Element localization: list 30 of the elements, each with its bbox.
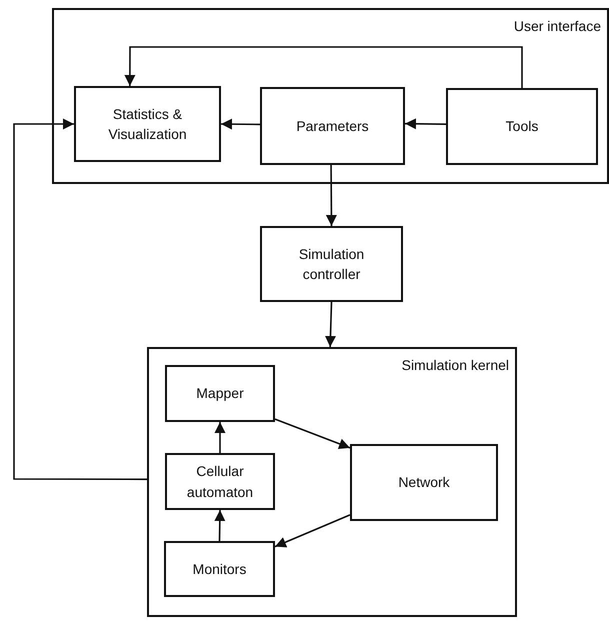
process-box [164,541,275,597]
arrow [124,46,523,88]
arrow [326,165,337,226]
arrow [274,514,350,548]
process-box [350,444,498,521]
box-label: Network [398,473,450,492]
arrow [324,302,336,348]
arrow [404,118,446,130]
process-box [446,88,598,165]
process-box [260,87,405,165]
group-box [52,8,609,184]
arrow [221,118,260,130]
arrow [214,510,226,542]
arrow [214,422,226,453]
group-title: Simulation kernel [402,356,509,375]
box-label: Cellular automaton [186,462,254,502]
box-label: Simulation controller [298,244,366,284]
box-label: Parameters [296,116,369,136]
process-box [165,365,275,422]
process-box [260,226,403,302]
group-box [147,347,517,617]
box-label: Statistics & Visualization [107,104,188,144]
arrow [274,418,350,450]
box-label: Mapper [196,384,244,404]
box-label: Tools [506,117,538,136]
arrow [13,118,147,480]
box-label: Monitors [192,560,246,579]
group-title: User interface [514,17,601,36]
process-box [165,453,275,510]
process-box [74,86,221,162]
